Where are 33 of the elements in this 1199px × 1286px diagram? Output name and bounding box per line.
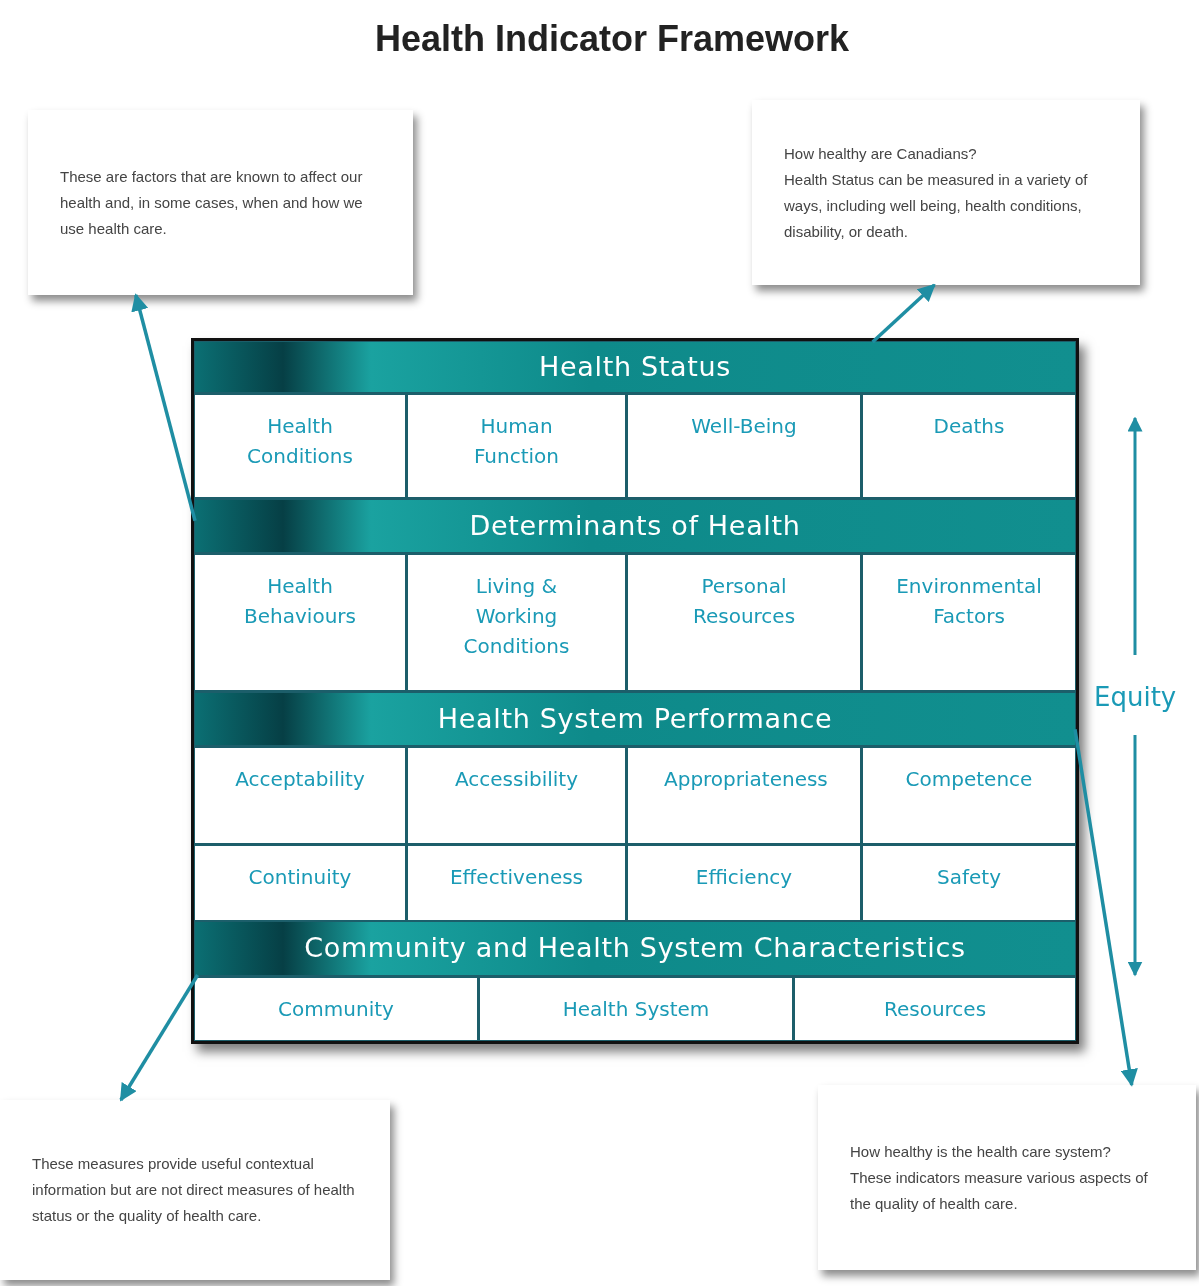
arrow xyxy=(871,283,936,344)
callout-box: How healthy are Canadians? Health Status can be measured in a variety of ways, including well being, health conditions, disability, or death. xyxy=(752,100,1140,285)
category-band: Determinants of Health xyxy=(195,500,1075,552)
indicator-cell: Personal Resources xyxy=(628,555,860,690)
indicator-cell: Continuity xyxy=(195,846,405,920)
indicator-cell: Competence xyxy=(863,748,1075,843)
indicator-cell: Effectiveness xyxy=(408,846,625,920)
indicator-cell: Environmental Factors xyxy=(863,555,1075,690)
indicator-cell: Safety xyxy=(863,846,1075,920)
category-band: Health Status xyxy=(195,342,1075,392)
diagram-title: Health Indicator Framework xyxy=(373,17,851,61)
indicator-cell: Health Conditions xyxy=(195,395,405,497)
indicator-cell: Accessibility xyxy=(408,748,625,843)
arrow xyxy=(131,293,197,522)
arrow xyxy=(1073,729,1138,1087)
indicator-cell: Health Behaviours xyxy=(195,555,405,690)
arrow xyxy=(119,974,200,1102)
callout-box: These are factors that are known to affect our health and, in some cases, when and how we use health care. xyxy=(28,110,413,295)
indicator-cell: Efficiency xyxy=(628,846,860,920)
indicator-cell: Health System xyxy=(480,978,792,1040)
indicator-cell: Resources xyxy=(795,978,1075,1040)
callout-box: How healthy is the health care system? These indicators measure various aspects of the quality of health care. xyxy=(818,1085,1196,1270)
indicator-cell: Deaths xyxy=(863,395,1075,497)
indicator-cell: Human Function xyxy=(408,395,625,497)
category-band: Community and Health System Characteristics xyxy=(195,922,1075,975)
indicator-cell: Acceptability xyxy=(195,748,405,843)
category-band: Health System Performance xyxy=(195,693,1075,745)
axis-label: Equity xyxy=(1094,681,1177,714)
indicator-cell: Appropriateness xyxy=(628,748,860,843)
indicator-cell: Community xyxy=(195,978,477,1040)
indicator-cell: Living & Working Conditions xyxy=(408,555,625,690)
callout-box: These measures provide useful contextual information but are not direct measures of health status or the quality of health care. xyxy=(0,1100,390,1280)
indicator-cell: Well-Being xyxy=(628,395,860,497)
